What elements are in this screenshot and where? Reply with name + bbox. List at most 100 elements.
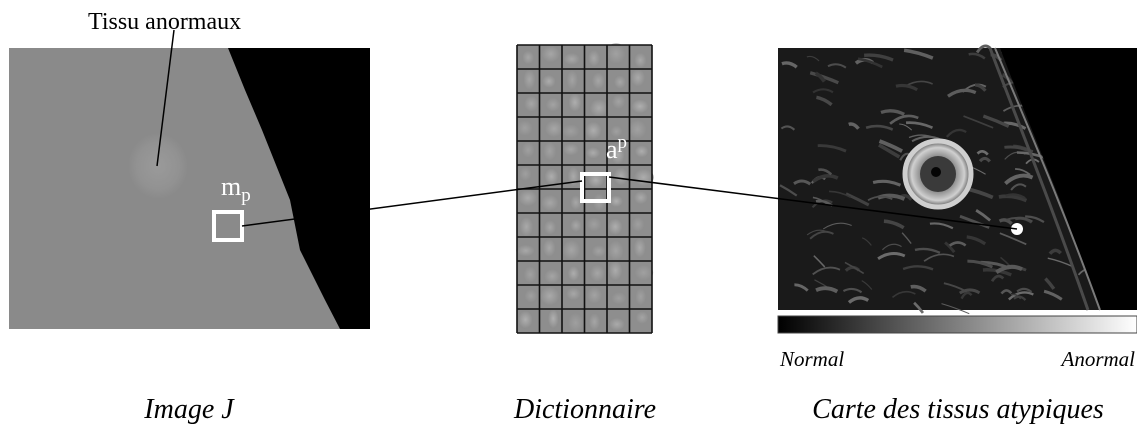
map-texture-streak [1015, 168, 1031, 176]
map-panel [778, 44, 1137, 315]
map-texture-streak [967, 259, 994, 269]
map-texture-streak [1006, 216, 1033, 223]
dictionary-atom [633, 168, 654, 187]
dictionary-atom [543, 219, 557, 236]
dictionary-atom [634, 264, 654, 281]
map-texture-streak [815, 286, 839, 294]
map-texture-streak [914, 247, 941, 254]
map-texture-streak [794, 283, 809, 292]
dictionary-atom [545, 97, 561, 112]
dictionary-atom [517, 189, 538, 207]
dictionary-atom [607, 218, 623, 236]
map-texture-streak [995, 264, 1023, 274]
dictionary-atom [544, 167, 559, 186]
map-texture-streak [945, 128, 967, 138]
dictionary-atom [585, 146, 601, 159]
dictionary-atom [613, 75, 627, 90]
colorbar-left-label: Normal [779, 347, 844, 371]
caption-map: Carte des tissus atypiques [812, 394, 1104, 425]
dictionary-atom [516, 119, 534, 137]
map-texture-streak [889, 114, 919, 125]
dictionary-atom [541, 74, 557, 89]
map-texture-streak [848, 122, 860, 130]
dictionary-atom [523, 265, 538, 284]
dictionary-atom [566, 69, 579, 91]
dictionary-atom [539, 285, 560, 306]
dictionary-grid [516, 44, 653, 334]
dictionary-atom [521, 141, 536, 159]
dictionary-atom [606, 43, 626, 65]
map-texture-streak [857, 57, 883, 69]
dictionary-atom [612, 167, 629, 186]
dictionary-atom [633, 190, 649, 205]
patch-label: mp [221, 172, 251, 206]
dictionary-atom [589, 264, 606, 283]
map-texture-streak [944, 241, 956, 254]
map-texture-streak [842, 287, 863, 294]
map-texture-streak [975, 209, 992, 222]
map-texture-streak [899, 123, 913, 131]
map-texture-streak [861, 237, 872, 246]
map-texture-streak [812, 88, 834, 94]
map-texture-streak [1025, 215, 1045, 224]
map-texture-streak [781, 61, 798, 69]
dictionary-atom [608, 259, 623, 281]
map-texture-streak [1010, 293, 1022, 300]
map-texture-streak [968, 52, 986, 60]
map-texture-streak [1016, 287, 1033, 293]
map-texture-streak [978, 156, 991, 163]
map-texture-streak [812, 266, 841, 276]
map-texture-streak [878, 139, 903, 153]
abnormal-tissue-leader [156, 29, 175, 167]
dictionary-atom [591, 71, 606, 90]
map-texture-streak [959, 214, 990, 229]
map-lesion-center [931, 167, 941, 177]
colorbar-right-label: Anormal [1060, 347, 1136, 371]
dictionary-atom [523, 95, 539, 113]
colorbar [777, 315, 1137, 334]
dictionary-atom [610, 144, 626, 166]
dictionary-atom [565, 287, 582, 301]
dictionary-atom [542, 141, 557, 161]
map-texture-streak [844, 261, 865, 275]
map-skin-edge [994, 47, 1101, 311]
dictionary-atom [561, 123, 581, 139]
map-texture-streak [780, 125, 796, 131]
map-texture-streak [976, 150, 989, 156]
dictionary-atom [523, 68, 536, 91]
map-texture-streak [814, 71, 826, 83]
map-texture-streak [793, 179, 812, 186]
dictionary-panel: ap [516, 43, 654, 334]
dictionary-atom [586, 216, 602, 232]
image-panel: mp [9, 48, 370, 329]
map-texture-streak [960, 291, 973, 300]
map-texture-streak [1048, 248, 1063, 255]
background-region [228, 48, 370, 329]
dictionary-atom [524, 288, 538, 304]
dictionary-atom [584, 121, 603, 140]
dictionary-atoms [516, 43, 654, 334]
patch-label-m: m [221, 172, 241, 201]
map-texture-streak [881, 243, 902, 251]
dictionary-atom [518, 166, 532, 182]
map-texture-streak [998, 194, 1028, 203]
dictionary-atom [567, 265, 580, 282]
dictionary-atom [561, 239, 582, 261]
map-texture-streak [1044, 277, 1056, 290]
map-texture-streak [923, 253, 955, 262]
abnormal-lesion [128, 133, 188, 199]
map-texture-streak [963, 115, 994, 129]
map-texture-streak [902, 265, 934, 271]
dictionary-atom [542, 238, 556, 258]
map-texture-streak [1043, 289, 1063, 301]
map-skin-edge-inner [988, 47, 1090, 311]
map-texture-streak [990, 274, 1005, 283]
map-texture-streak [847, 296, 870, 304]
dictionary-atom [569, 218, 582, 233]
dictionary-atom [630, 68, 646, 88]
dictionary-atom [516, 244, 536, 257]
map-texture-streak [827, 63, 847, 69]
map-texture-streak [779, 184, 798, 197]
map-texture-streak [910, 284, 927, 293]
map-texture-streak [891, 290, 916, 298]
